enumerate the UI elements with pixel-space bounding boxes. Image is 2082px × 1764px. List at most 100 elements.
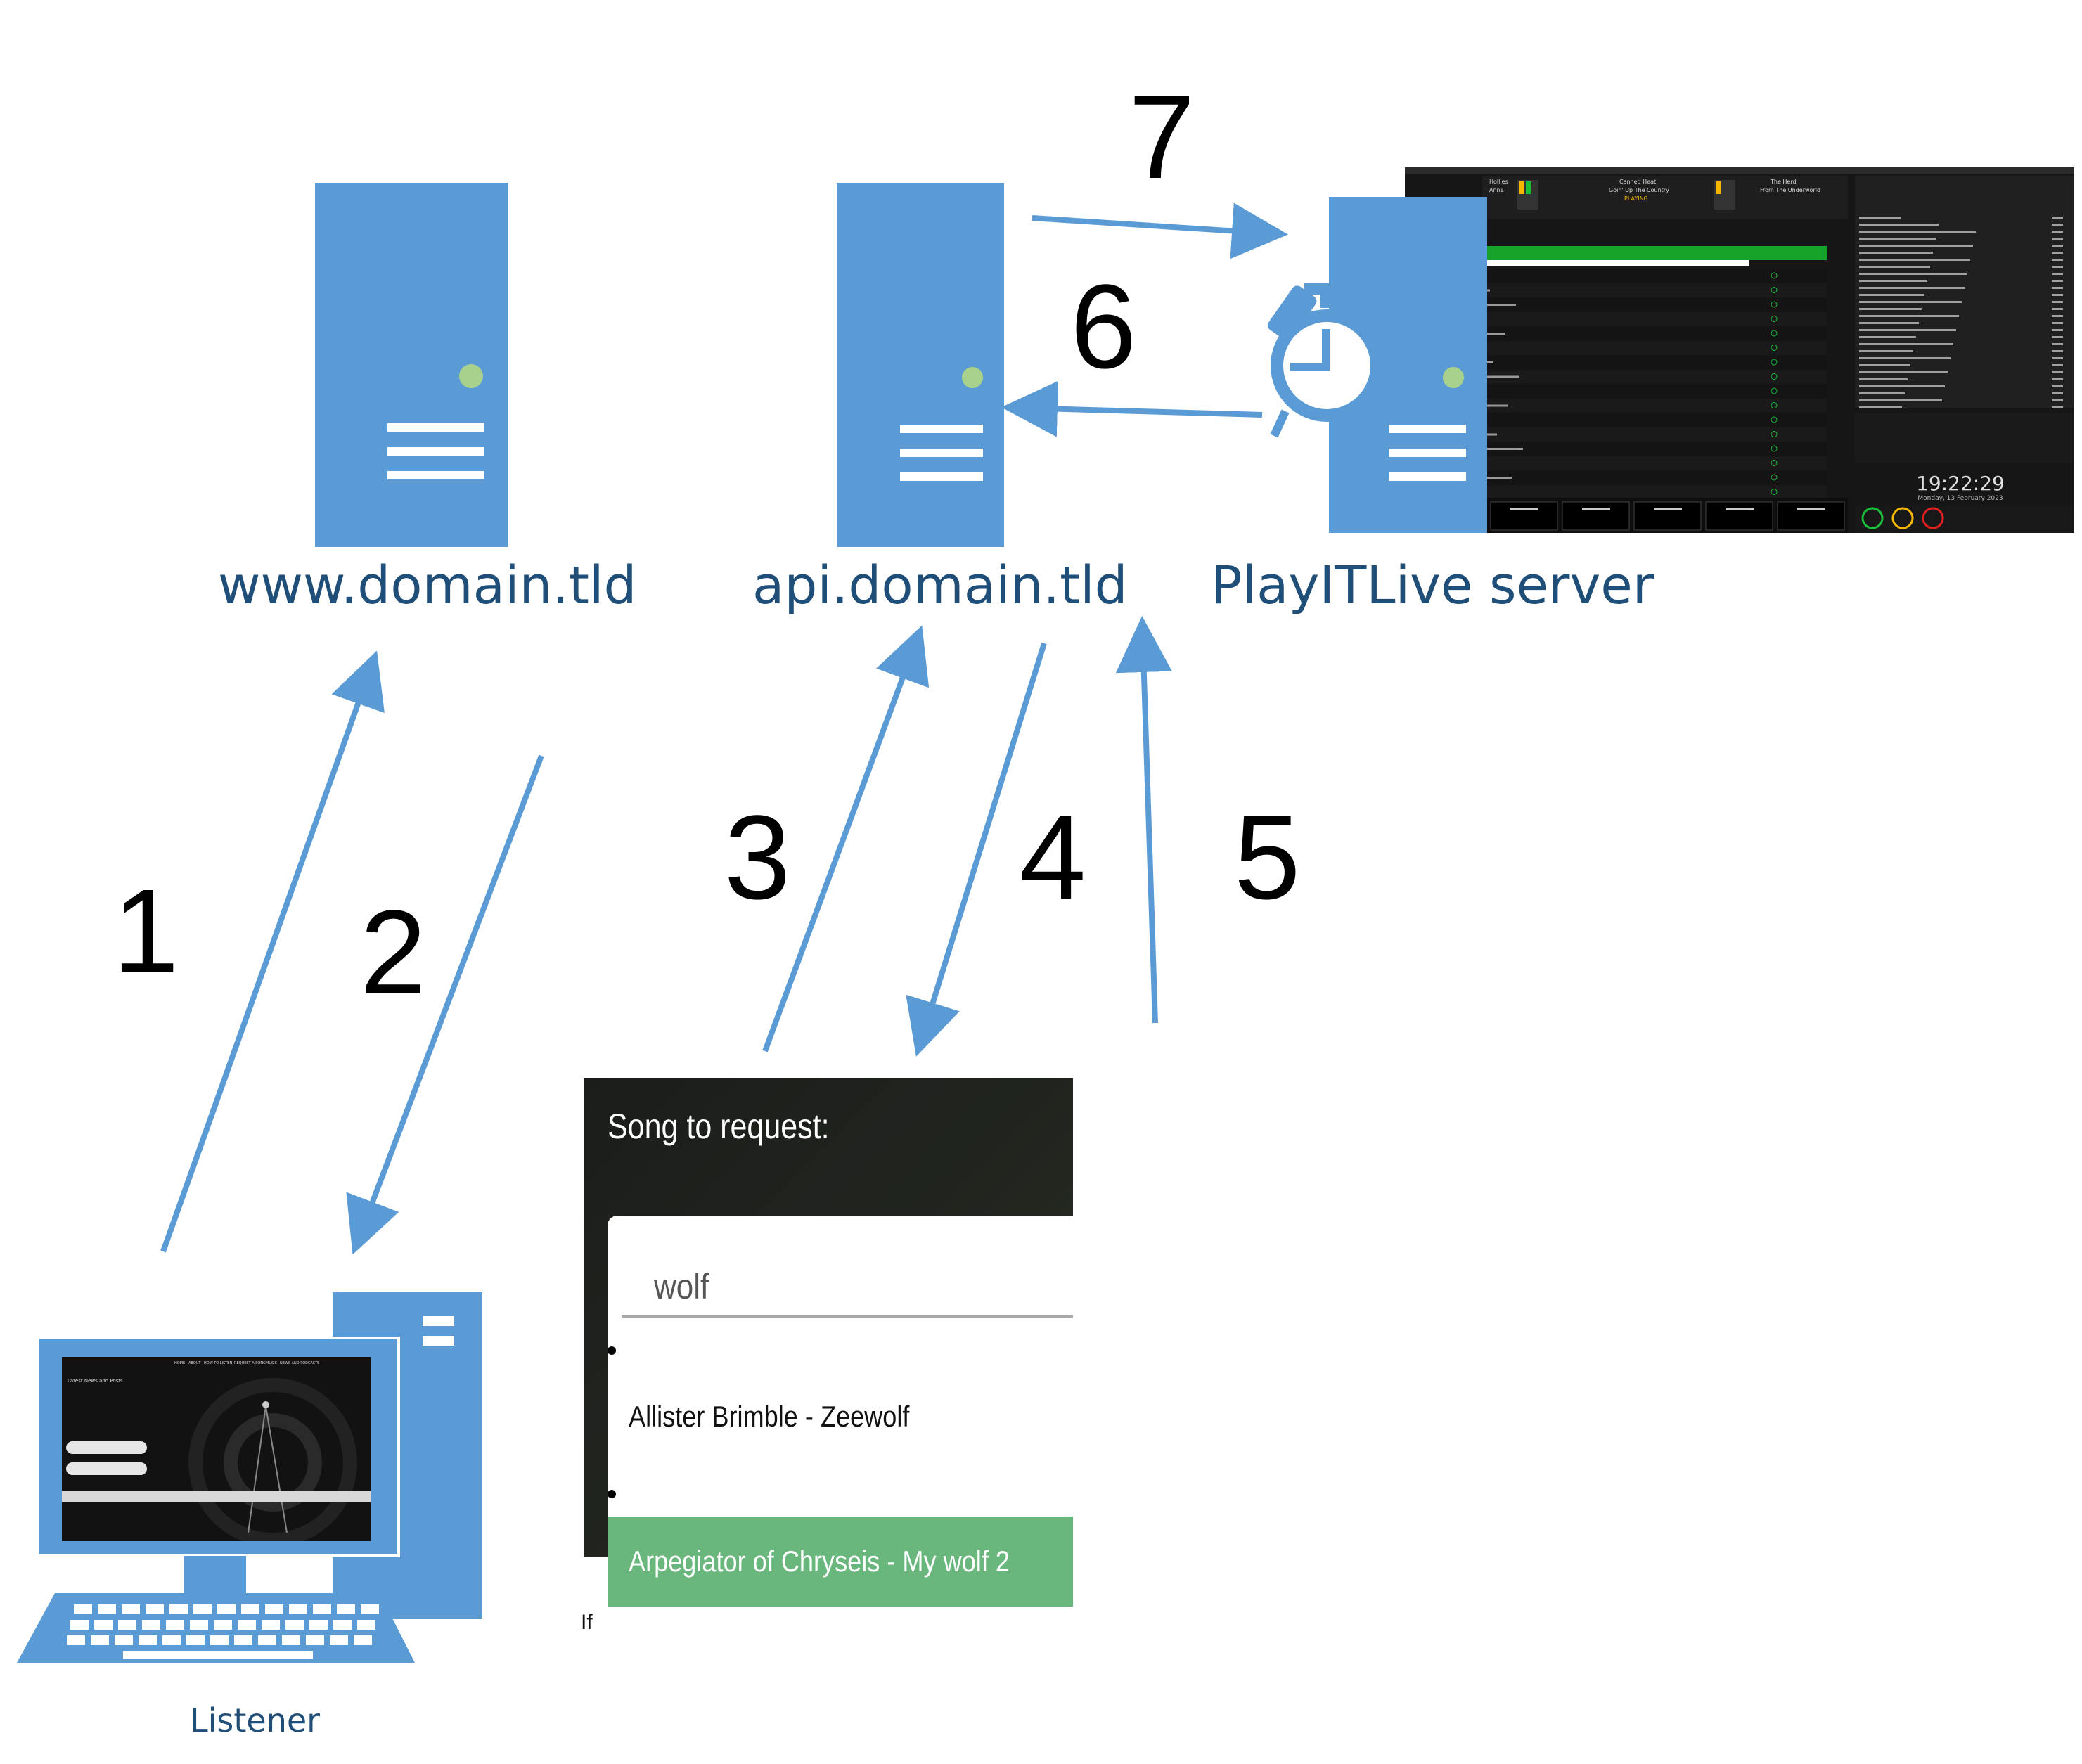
- library-row-duration: [2052, 217, 2063, 219]
- step-1-label: 1: [113, 865, 179, 998]
- library-row-duration: [2052, 259, 2063, 261]
- website-nav-request[interactable]: REQUEST A SONG: [234, 1361, 266, 1365]
- result-item-selected[interactable]: Arpegiator of Chryseis - My wolf 2: [608, 1517, 1073, 1607]
- playlist-row-text: [1408, 491, 1474, 494]
- website-heading: Latest News and Posts: [68, 1378, 123, 1384]
- website-nav-home[interactable]: HOME: [174, 1361, 186, 1365]
- library-row-text: [1859, 322, 1919, 324]
- library-row-duration: [2052, 252, 2063, 254]
- playlist-row-marker: [1771, 460, 1778, 466]
- result-item-1: Arpegiator of Chryseis - My wolf 2: [629, 1545, 1010, 1578]
- library-row-duration: [2052, 378, 2063, 380]
- playit-live-screenshot: Hollies Anne Canned Heat Goin' Up The Co…: [1405, 167, 2074, 533]
- keyboard-key: [313, 1604, 331, 1614]
- library-row-text: [1859, 357, 1951, 359]
- playlist-row: [1405, 385, 1827, 398]
- playlist-row-text: [1408, 419, 1471, 421]
- keyboard-key: [361, 1604, 379, 1614]
- keyboard-key: [122, 1604, 140, 1614]
- library-row-text: [1859, 399, 1942, 401]
- playit-ui-graphic: [1405, 167, 2074, 533]
- playlist-row: [1405, 283, 1827, 297]
- library-row-duration: [2052, 406, 2063, 408]
- website-nav-about[interactable]: ABOUT: [188, 1361, 201, 1365]
- keyboard-key: [241, 1604, 259, 1614]
- playlist-row-text: [1408, 347, 1467, 349]
- website-nav-how-to-listen[interactable]: HOW TO LISTEN: [204, 1361, 233, 1365]
- library-row-duration: [2052, 392, 2063, 394]
- api-server-icon: [837, 183, 1004, 547]
- playlist-row-marker: [1771, 489, 1778, 495]
- keyboard-spacebar: [123, 1651, 313, 1659]
- request-results-panel: wolf Allister Brimble - Zeewolf Arpegiat…: [608, 1216, 1073, 1619]
- playlist-row: [1405, 471, 1827, 484]
- playlist-row-text: [1408, 333, 1505, 335]
- song-search-input[interactable]: wolf: [622, 1251, 1073, 1318]
- playit-deck3-artist: The Herd: [1771, 179, 1797, 185]
- keyboard-key: [70, 1620, 89, 1630]
- library-row-text: [1859, 364, 1910, 366]
- keyboard-key: [354, 1635, 372, 1645]
- keyboard-key: [333, 1620, 352, 1630]
- keyboard-key: [265, 1604, 283, 1614]
- playit-clock: 19:22:29: [1916, 472, 2005, 495]
- playlist-row: [1405, 485, 1827, 499]
- arrow-step-4: [906, 642, 1047, 1057]
- keyboard-key: [74, 1604, 92, 1614]
- result-item-0[interactable]: Allister Brimble - Zeewolf: [629, 1400, 910, 1433]
- library-row-duration: [2052, 343, 2063, 345]
- library-row-duration: [2052, 231, 2063, 233]
- listener-label: Listener: [190, 1701, 321, 1739]
- arrow-step-6: [1001, 380, 1263, 437]
- quickcart-label: [1654, 508, 1682, 510]
- library-row-text: [1859, 385, 1945, 387]
- playlist-row: [1405, 269, 1827, 283]
- list-bullet: [608, 1490, 616, 1498]
- library-row-text: [1859, 406, 1902, 408]
- playlist-row: [1405, 341, 1827, 355]
- list-bullet: [608, 1346, 616, 1355]
- library-row-duration: [2052, 273, 2063, 275]
- quickcart-slot: [1633, 501, 1702, 531]
- quickcart-label: [1582, 508, 1610, 510]
- library-row-text: [1859, 273, 1967, 275]
- library-row-duration: [2052, 301, 2063, 303]
- quickcart-slot: [1777, 501, 1845, 531]
- arrow-step-3: [762, 625, 930, 1052]
- website-nav-music[interactable]: MUSIC: [266, 1361, 278, 1365]
- step-3-label: 3: [724, 791, 791, 925]
- playlist-row-text: [1408, 477, 1512, 479]
- song-request-widget: Song to request: wolf Allister Brimble -…: [581, 1078, 1073, 1634]
- step-4-label: 4: [1020, 791, 1086, 925]
- library-row-text: [1859, 315, 1959, 317]
- library-row-duration: [2052, 245, 2063, 247]
- keyboard-key: [337, 1604, 355, 1614]
- library-row-text: [1859, 252, 1933, 254]
- keyboard-key: [162, 1635, 181, 1645]
- library-row-text: [1859, 287, 1965, 289]
- keyboard-key: [306, 1635, 324, 1645]
- keyboard-key: [309, 1620, 328, 1630]
- keyboard-key: [91, 1635, 109, 1645]
- library-row-text: [1859, 231, 1976, 233]
- playlist-row-marker: [1771, 359, 1778, 366]
- playit-deck2-artist: Canned Heat: [1619, 179, 1657, 185]
- playit-deck1-title: Anne: [1489, 187, 1504, 193]
- keyboard-key: [98, 1604, 116, 1614]
- keyboard-key: [289, 1604, 307, 1614]
- playlist-row: [1405, 327, 1827, 340]
- website-nav-news[interactable]: NEWS AND PODCASTS: [280, 1361, 320, 1365]
- keyboard-key: [214, 1620, 232, 1630]
- keyboard-key: [217, 1604, 236, 1614]
- library-row-text: [1859, 350, 1913, 352]
- playlist-row-text: [1408, 404, 1508, 407]
- quickcart-slot: [1490, 501, 1558, 531]
- keyboard-key: [146, 1604, 164, 1614]
- playlist-row-marker: [1771, 316, 1778, 322]
- playlist-row-text: [1408, 448, 1523, 450]
- library-row-text: [1859, 259, 1970, 261]
- keyboard-key: [357, 1620, 375, 1630]
- keyboard-key: [166, 1620, 184, 1630]
- library-row-text: [1859, 301, 1962, 303]
- keyboard-key: [285, 1620, 304, 1630]
